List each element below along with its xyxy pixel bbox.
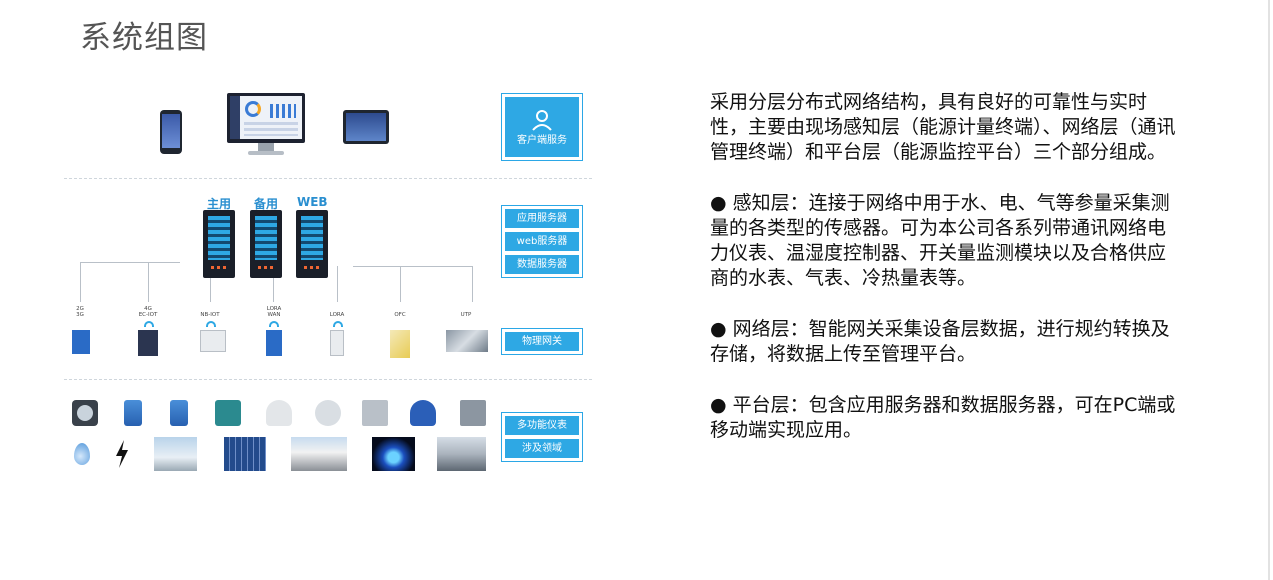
wifi-icon [144,321,154,327]
web-server-label: web服务器 [505,232,579,251]
desktop-monitor-icon [227,93,305,143]
connector-line [210,278,211,302]
gateway-tag: LORA WAN [266,306,282,318]
gateway-tag: LORA [329,312,345,318]
data-server-label: 数据服务器 [505,255,579,274]
app-server-label: 应用服务器 [505,209,579,228]
connector-line [472,266,473,302]
gateway-lora-icon [330,330,344,356]
server-rack-icon [203,210,235,278]
water-meter-icon [410,400,436,426]
gateway-4g-icon [138,330,158,356]
field-label-box: 多功能仪表 涉及领域 [501,412,583,462]
water-drop-icon [74,443,90,465]
wifi-icon [333,321,343,327]
connector-line [337,266,338,302]
layer-divider [64,379,592,380]
gas-meter-icon [362,400,388,426]
connector-line [148,262,149,302]
server-label-backup: 备用 [253,197,278,211]
connector-line [273,278,274,302]
monitor-base [248,151,284,155]
multifunction-meter-label: 多功能仪表 [505,416,579,435]
mobile-phone-icon [160,110,182,154]
substation-photo [437,437,486,471]
description-panel: 采用分层分布式网络结构，具有良好的可靠性与实时性，主要由现场感知层（能源计量终端… [710,90,1182,469]
heat-meter-icon [215,400,241,426]
flow-meter-icon [124,400,142,426]
power-meter-icon [72,400,98,426]
page-title: 系统组图 [80,20,208,56]
server-types-box: 应用服务器 web服务器 数据服务器 [501,205,583,278]
gas-storage-photo [291,437,347,471]
lightning-icon [116,440,128,468]
gateway-label-box: 物理网关 [501,328,583,355]
gas-flame-photo [372,437,415,471]
user-icon [532,109,552,131]
client-service-box: 客户端服务 [501,93,583,161]
physical-gateway-label: 物理网关 [505,332,579,351]
layer-divider [64,178,592,179]
server-rack-icon [296,210,328,278]
utp-cable-icon [446,330,488,352]
connector-line [80,262,180,263]
server-label-web: WEB [297,195,328,209]
sensor-camera-icon [266,400,292,426]
description-network-layer: ● 网络层：智能网关采集设备层数据，进行规约转换及存储，将数据上传至管理平台。 [710,318,1170,365]
tablet-icon [343,110,389,144]
gateway-tag: UTP [460,312,472,318]
fiber-cable-icon [390,330,410,358]
gateway-tag: NB-IOT [200,312,220,318]
panel-meter-icon [460,400,486,426]
solar-panel-photo [224,437,266,471]
wind-power-photo [154,437,197,471]
client-service-label: 客户端服务 [517,134,567,146]
description-platform-layer: ● 平台层：包含应用服务器和数据服务器，可在PC端或移动端实现应用。 [710,394,1176,441]
monitor-stand [258,143,274,151]
connector-line [400,266,401,302]
gauge-icon [315,400,341,426]
description-sensing-layer: ● 感知层：连接于网络中用于水、电、气等参量采集测量的各类型的传感器。可为本公司… [710,192,1170,289]
gateway-tag: 2G 3G [76,306,84,318]
gateway-tag: 4G EC-IOT [138,306,158,318]
gateway-2g3g-icon [72,330,90,354]
right-edge-rule [1268,0,1270,580]
wifi-icon [206,321,216,327]
system-diagram: 客户端服务 主用 备用 WEB 应用服务器 web服务器 数据服务器 2G 3G… [60,85,600,485]
connector-line [353,266,473,267]
wifi-icon [269,321,279,327]
server-label-primary: 主用 [206,197,231,211]
connector-line [80,262,81,302]
gateway-lorawan-icon [266,330,282,356]
application-domain-label: 涉及领域 [505,439,579,458]
description-intro: 采用分层分布式网络结构，具有良好的可靠性与实时性，主要由现场感知层（能源计量终端… [710,91,1176,163]
gateway-nbiot-icon [200,330,226,352]
server-rack-icon [250,210,282,278]
pressure-transmitter-icon [170,400,188,426]
gateway-tag: OFC [394,312,406,318]
